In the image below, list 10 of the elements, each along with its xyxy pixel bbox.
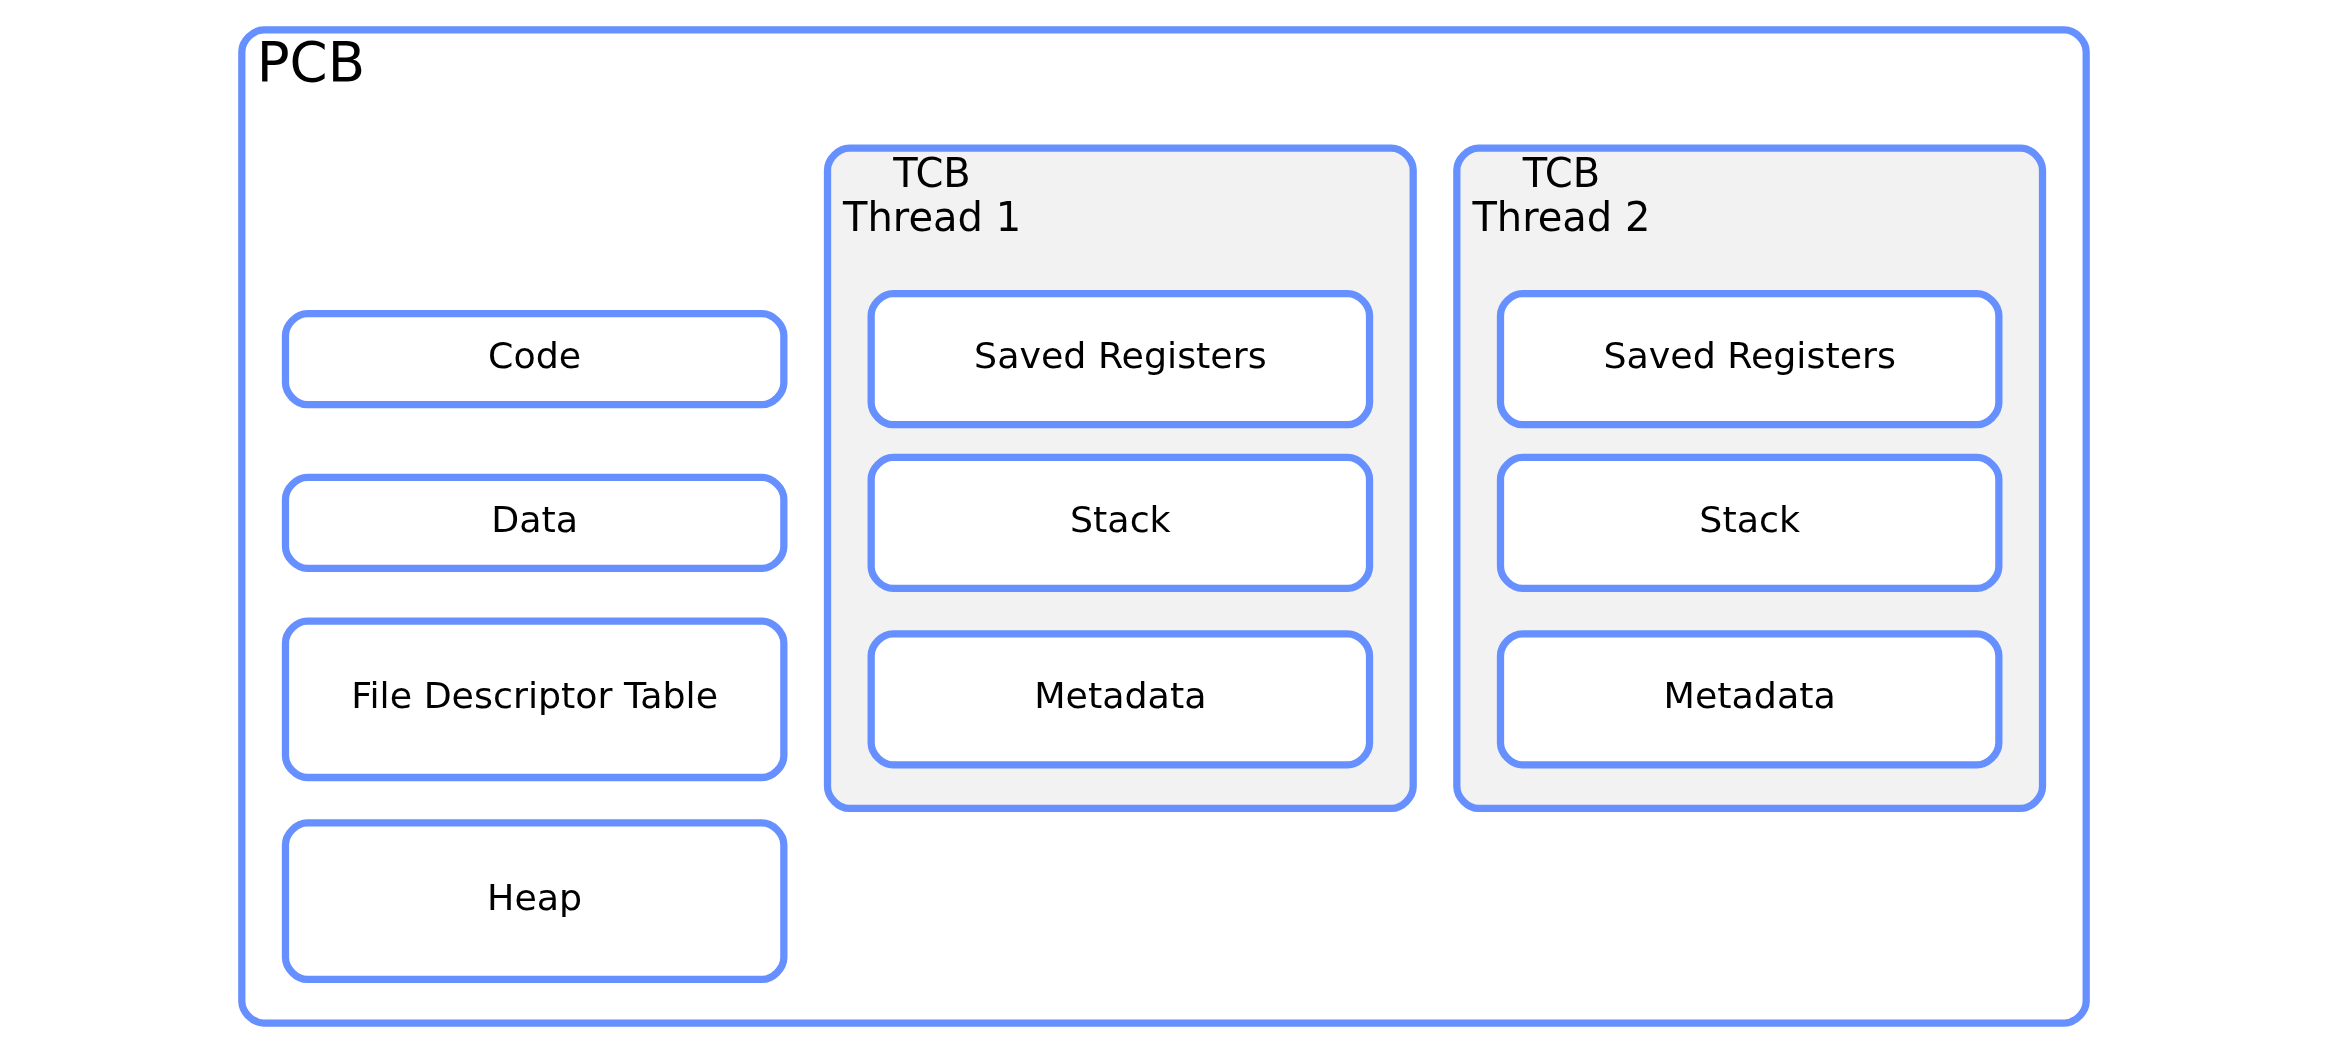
node-box: Stack — [1496, 453, 2003, 592]
node-box: Saved Registers — [867, 290, 1374, 429]
node-box: Stack — [867, 453, 1374, 592]
node-box: File Descriptor Table — [281, 617, 788, 782]
node-box: Metadata — [1496, 630, 2003, 769]
node-box: Data — [281, 473, 788, 572]
node-box: Saved Registers — [1496, 290, 2003, 429]
node-box: Metadata — [867, 630, 1374, 769]
node-box: Heap — [281, 819, 788, 984]
node-box: Code — [281, 310, 788, 409]
